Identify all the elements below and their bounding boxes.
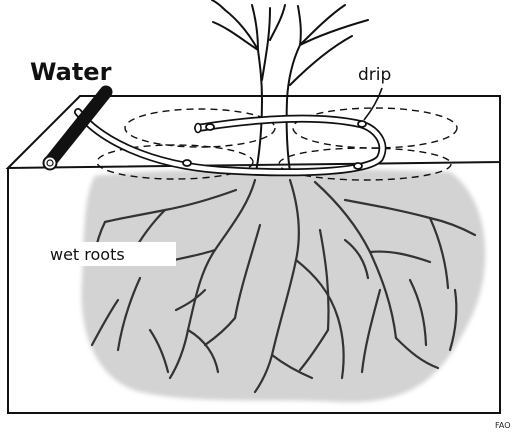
drip-line-end (195, 124, 201, 133)
emitter (354, 163, 362, 169)
emitter (206, 124, 214, 130)
emitter (183, 160, 191, 166)
drip-label: drip (358, 65, 391, 85)
water-label: Water (30, 58, 112, 86)
wet-roots-label: wet roots (50, 245, 125, 264)
emitter (358, 121, 366, 127)
wet-soil-zone (81, 169, 485, 403)
credit-label: FAO (495, 421, 511, 430)
